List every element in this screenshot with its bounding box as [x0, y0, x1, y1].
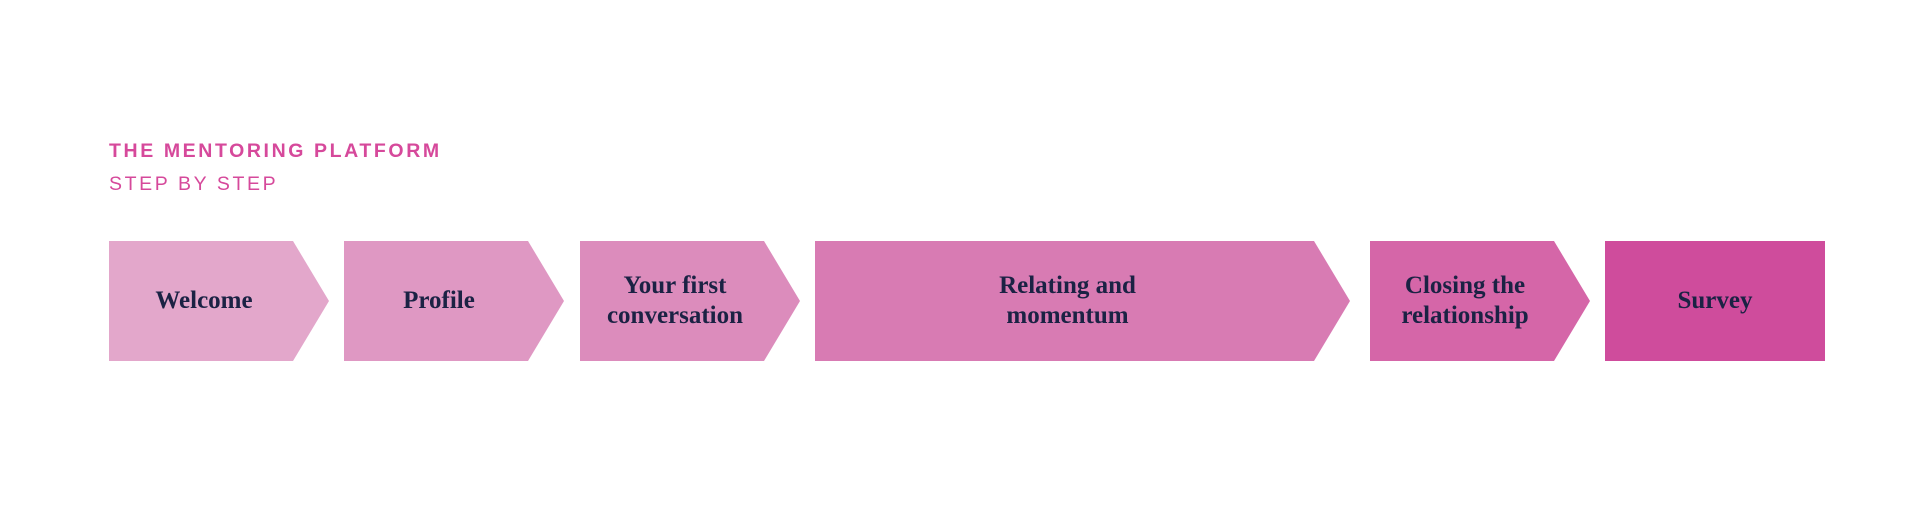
process-step-4[interactable]: Relating and momentum	[815, 241, 1350, 361]
process-step-label: Welcome	[155, 287, 253, 314]
process-step-label: Survey	[1677, 287, 1753, 314]
page-title: THE MENTORING PLATFORM	[109, 140, 442, 162]
heading-block: THE MENTORING PLATFORM STEP BY STEP	[109, 138, 442, 197]
process-step-label: Profile	[403, 287, 475, 314]
page-subtitle: STEP BY STEP	[109, 173, 279, 195]
process-step-label: Relating and momentum	[999, 272, 1136, 329]
process-step-label: Closing the relationship	[1401, 272, 1529, 329]
process-step-5[interactable]: Closing the relationship	[1370, 241, 1590, 361]
process-step-2[interactable]: Profile	[344, 241, 564, 361]
process-step-1[interactable]: Welcome	[109, 241, 329, 361]
process-step-3[interactable]: Your first conversation	[580, 241, 800, 361]
process-step-label: Your first conversation	[606, 272, 744, 329]
process-step-6[interactable]: Survey	[1605, 241, 1825, 361]
